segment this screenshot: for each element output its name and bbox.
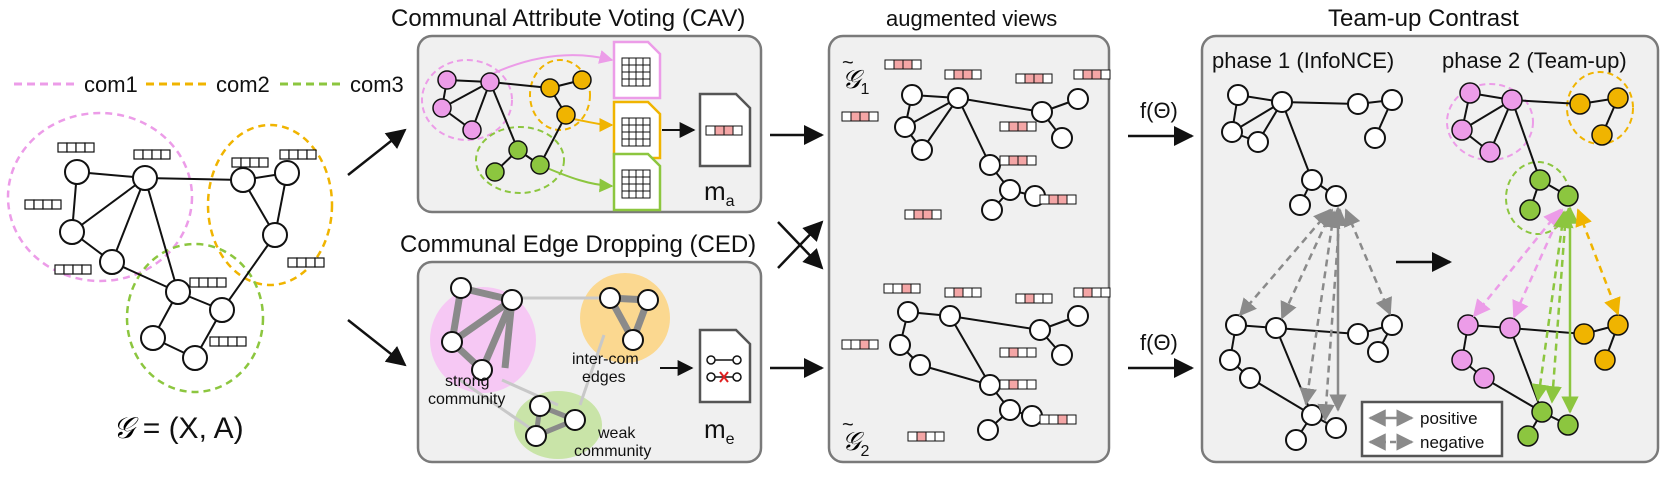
cav-attribute-doc-com2	[612, 100, 662, 160]
arrow-input-to-cav	[347, 128, 407, 176]
weak-label-line2: community	[574, 443, 651, 460]
legend: com1 com2 com3	[14, 72, 404, 97]
view2-label: 𝒢2	[842, 427, 870, 460]
input-graph-label: 𝒢 = (X, A)	[113, 411, 244, 446]
phase2-label: phase 2 (Team-up)	[1442, 48, 1627, 73]
strong-label-line1: strong	[445, 373, 489, 390]
arrow-cross-up	[777, 220, 824, 269]
cav-panel: Communal Attribute Voting (CAV)	[391, 5, 763, 214]
ced-panel: Communal Edge Dropping (CED)	[400, 231, 763, 464]
arrow-input-to-ced	[347, 319, 407, 367]
view1-tilde: ~	[842, 52, 854, 74]
inter-label-line2: edges	[582, 369, 626, 386]
legend-item-com2: com2	[146, 72, 270, 97]
encoder-label-bottom: f(Θ)	[1140, 330, 1178, 355]
negative-label: negative	[1420, 433, 1484, 452]
phase1-label: phase 1 (InfoNCE)	[1212, 48, 1394, 73]
legend-item-com3: com3	[280, 72, 404, 97]
community-1-outline	[6, 111, 194, 283]
arrow-legend: positive negative	[1360, 400, 1504, 458]
inter-label-line1: inter-com	[572, 351, 639, 368]
community-2-outline	[206, 123, 334, 287]
inter-community-blob	[580, 273, 670, 363]
encoder-arrow-bottom: f(Θ)	[1128, 330, 1194, 378]
input-feature-vectors	[24, 142, 325, 347]
positive-label: positive	[1420, 409, 1478, 428]
edge-drop-x-icon	[719, 371, 729, 383]
legend-label-com3: com3	[350, 72, 404, 97]
view1-label: 𝒢1	[842, 65, 870, 98]
weak-label-line1: weak	[597, 425, 636, 442]
attribute-mask-doc: ma	[698, 92, 752, 210]
teamup-panel: Team-up Contrast phase 1 (InfoNCE) phase…	[1200, 5, 1660, 464]
phase2-contrast-arrows	[1472, 206, 1621, 414]
legend-label-com2: com2	[216, 72, 270, 97]
cav-attribute-doc-com3	[612, 152, 662, 212]
cav-attribute-doc-com1	[612, 40, 662, 100]
augmented-views-title: augmented views	[886, 6, 1057, 31]
input-graph-nodes	[59, 159, 300, 371]
attribute-mask-label: ma	[704, 176, 735, 210]
ced-title: Communal Edge Dropping (CED)	[400, 231, 756, 258]
legend-item-com1: com1	[14, 72, 138, 97]
strong-label-line2: community	[428, 391, 505, 408]
edge-mask-label: me	[704, 414, 735, 448]
view1-feature-vectors	[841, 59, 1111, 220]
view2-feature-vectors	[841, 283, 1111, 442]
teamup-title: Team-up Contrast	[1328, 5, 1519, 32]
legend-label-com1: com1	[84, 72, 138, 97]
community-3-outline	[125, 242, 265, 394]
edge-mask-doc: me	[698, 328, 752, 448]
encoder-label-top: f(Θ)	[1140, 98, 1178, 123]
augmented-views-panel: augmented views 𝒢1 ~ 𝒢2 ~	[827, 6, 1111, 464]
encoder-arrow-top: f(Θ)	[1128, 98, 1194, 146]
phase1-contrast-arrows	[1238, 206, 1392, 422]
view2-tilde: ~	[842, 414, 854, 436]
cav-title: Communal Attribute Voting (CAV)	[391, 5, 745, 32]
input-graph: 𝒢 = (X, A)	[6, 111, 334, 446]
